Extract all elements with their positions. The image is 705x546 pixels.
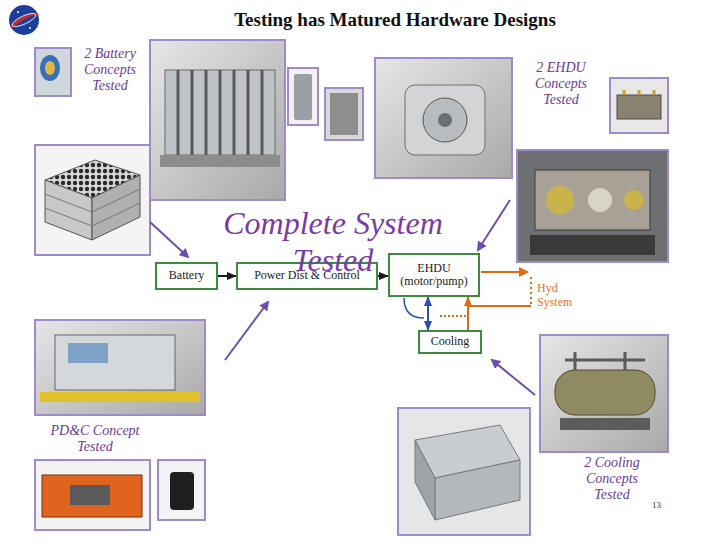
photo-cooling-box <box>398 408 530 535</box>
cooling-pipes <box>565 352 645 370</box>
igbt-module <box>617 95 661 119</box>
photo-frame <box>540 335 668 452</box>
cooler-front <box>435 460 520 520</box>
system-label: Hyd System <box>537 282 589 310</box>
rig-body <box>535 170 650 230</box>
slide-title: Testing has Matured Hardware Designs <box>200 9 590 31</box>
box-label: Cooling <box>431 335 470 348</box>
rig-base <box>530 235 655 255</box>
photo-ehdu-motor <box>375 58 512 178</box>
logo-orbit <box>11 11 38 29</box>
photo-frame <box>35 145 150 255</box>
rig-part <box>624 190 644 210</box>
photo-frame <box>517 150 668 262</box>
module-body <box>330 93 358 135</box>
banner-text: Complete System Tested <box>180 205 486 279</box>
photo-frame <box>35 48 71 96</box>
rig-part <box>546 186 574 214</box>
box-label: Battery <box>169 269 204 282</box>
flow-connector <box>467 297 469 330</box>
board-chip <box>70 485 110 505</box>
photo-frame <box>610 78 668 133</box>
logo-disc <box>9 5 39 35</box>
module-terminals <box>624 90 654 95</box>
photo-cooling-unit <box>540 335 668 452</box>
photo-pdc-unit <box>35 320 205 415</box>
pointer-arrow <box>225 302 268 360</box>
process-box: Battery <box>155 262 218 290</box>
pack-layers <box>45 189 140 226</box>
cooling-tank <box>555 370 655 415</box>
pack-side <box>45 180 92 240</box>
capacitor-body <box>294 74 312 120</box>
rack-cells <box>178 70 262 155</box>
hyd-line <box>481 271 527 273</box>
process-box: EHDU (motor/pump) <box>388 253 480 297</box>
photo-ehdu-module <box>610 78 668 133</box>
flow-connector <box>218 275 236 277</box>
photo-ehdu-test-rig <box>517 150 668 262</box>
pointer-arrow <box>478 200 510 250</box>
caption-text: 2 Battery Concepts Tested <box>74 46 146 94</box>
pack-front <box>92 175 140 240</box>
hyd-system-dashed <box>530 277 532 304</box>
photo-pdc-board <box>35 460 150 530</box>
rack-body <box>165 70 275 155</box>
caption-text: 2 EHDU Concepts Tested <box>520 60 602 108</box>
nasa-logo <box>9 5 40 35</box>
cell-end <box>40 55 60 81</box>
cell-terminal <box>45 61 55 75</box>
caption-text: 2 Cooling Concepts Tested <box>572 455 652 503</box>
motor-face <box>423 98 467 142</box>
photo-frame <box>288 68 318 125</box>
photo-battery-cell <box>35 48 71 96</box>
photo-module <box>325 88 363 140</box>
cooling-base <box>560 418 650 430</box>
pointer-arrow <box>492 360 535 395</box>
process-box: Cooling <box>418 330 482 354</box>
pointer-arrow <box>150 222 188 257</box>
box-text-group: Cooling <box>431 335 470 348</box>
box-text-group: EHDU (motor/pump) <box>396 262 472 288</box>
pdc-cabinet <box>55 335 175 390</box>
hyd-dotted-line <box>440 315 466 317</box>
caption-text: PD&C Concept Tested <box>38 423 152 455</box>
page-number: 13 <box>652 500 674 510</box>
photo-frame <box>158 460 205 520</box>
rig-part <box>588 188 612 212</box>
photo-frame <box>398 408 530 535</box>
photo-pdc-part <box>158 460 205 520</box>
motor-shaft <box>438 113 452 127</box>
photo-frame <box>35 320 205 415</box>
cooling-loop-curve <box>404 298 424 318</box>
cooler-side <box>415 440 435 520</box>
black-part <box>170 472 194 510</box>
rack-base <box>160 155 280 167</box>
flow-connector <box>378 275 388 277</box>
box-text-group: Battery <box>169 269 204 282</box>
photo-battery-rack <box>150 40 285 200</box>
photo-frame <box>375 58 512 178</box>
photo-battery-pack <box>35 145 150 255</box>
hyd-return-line <box>468 305 531 307</box>
pdc-display <box>68 343 108 363</box>
photo-frame <box>325 88 363 140</box>
flow-connector <box>427 297 429 330</box>
photo-frame <box>150 40 285 200</box>
circuit-board <box>42 475 142 517</box>
photo-frame <box>35 460 150 530</box>
pdc-stand <box>40 392 200 402</box>
box-label: EHDU (motor/pump) <box>396 262 472 288</box>
photo-capacitor <box>288 68 318 125</box>
logo-star <box>29 27 31 29</box>
motor-housing <box>405 85 485 155</box>
logo-star <box>17 11 19 13</box>
